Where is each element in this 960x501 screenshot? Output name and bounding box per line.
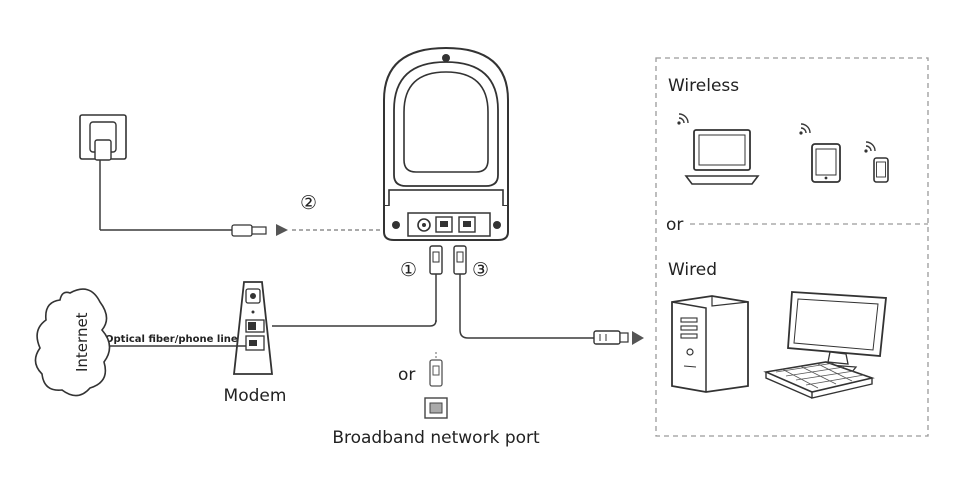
wireless-label: Wireless xyxy=(668,76,739,96)
router-client-cable xyxy=(459,329,594,339)
keyboard-icon xyxy=(763,361,875,399)
wifi-signal-icon xyxy=(799,123,811,135)
step-2-marker: ② xyxy=(300,192,317,214)
ethernet-plug-icon xyxy=(429,245,443,322)
wifi-signal-icon xyxy=(864,141,876,153)
modem-label: Modem xyxy=(224,386,287,406)
wifi-signal-icon xyxy=(677,113,689,125)
or-bottom-label: or xyxy=(398,365,415,385)
ethernet-plug-icon xyxy=(453,245,467,330)
monitor-icon xyxy=(787,291,887,373)
modem-router-cable xyxy=(272,319,437,327)
modem-icon xyxy=(232,281,274,375)
phone-icon xyxy=(873,157,889,183)
network-port-icon xyxy=(424,397,448,419)
fiber-label: Optical fiber/phone line xyxy=(105,334,238,345)
ethernet-plug-icon xyxy=(593,330,644,345)
desktop-computer-icon xyxy=(671,295,749,393)
tablet-icon xyxy=(811,143,841,183)
step-3-marker: ③ xyxy=(472,259,489,281)
or-top-label: or xyxy=(666,215,683,235)
wired-label: Wired xyxy=(668,260,717,280)
internet-label: Internet xyxy=(73,312,91,372)
power-adapter-icon xyxy=(79,114,288,237)
router-icon xyxy=(383,46,509,241)
laptop-icon xyxy=(684,129,760,185)
client-devices-box xyxy=(655,57,929,437)
step-1-marker: ① xyxy=(400,259,417,281)
ethernet-plug-icon xyxy=(429,352,443,387)
broadband-port-label: Broadband network port xyxy=(332,428,540,448)
internet-cloud-icon xyxy=(34,288,111,397)
